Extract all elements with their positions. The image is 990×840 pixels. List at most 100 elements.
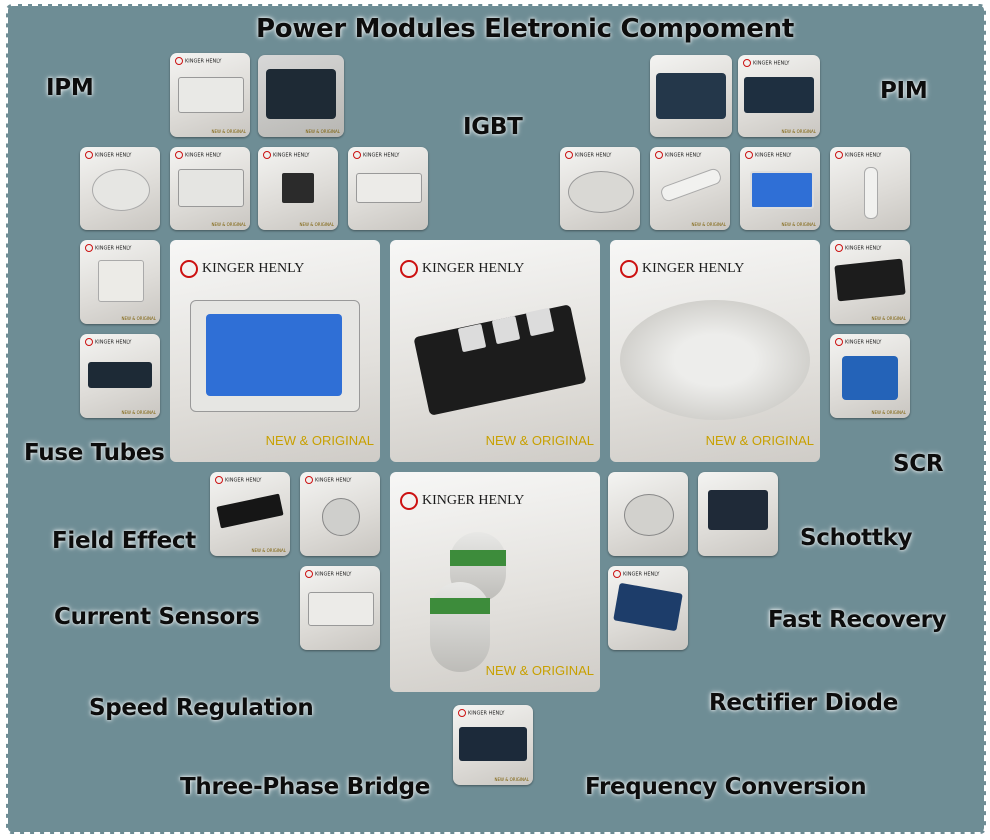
label-current-sensors: Current Sensors <box>54 604 260 630</box>
product-tile-fuse-2[interactable]: KINGER HENLY <box>830 147 910 230</box>
product-tile-scr-1[interactable]: KINGER HENLY NEW & ORIGINAL <box>830 240 910 324</box>
brand-logo: KINGER HENLY <box>835 151 881 159</box>
product-tile-ipm-1[interactable]: KINGER HENLY NEW & ORIGINAL <box>170 53 250 137</box>
label-ipm: IPM <box>46 75 94 101</box>
module-image <box>834 258 906 302</box>
product-tile-disc-1[interactable]: KINGER HENLY <box>80 147 160 230</box>
label-scr: SCR <box>893 451 944 477</box>
terminal <box>457 323 487 353</box>
module-image <box>842 356 898 400</box>
product-tile-pim-3[interactable]: KINGER HENLY NEW & ORIGINAL <box>740 147 820 230</box>
module-image <box>98 260 144 302</box>
product-tile-scr-2[interactable]: KINGER HENLY NEW & ORIGINAL <box>830 334 910 418</box>
module-image <box>568 171 634 213</box>
product-tile-field-effect[interactable]: KINGER HENLY NEW & ORIGINAL <box>210 472 290 556</box>
tag-text: NEW & ORIGINAL <box>305 129 340 134</box>
tag-text: NEW & ORIGINAL <box>871 316 906 321</box>
page-title: Power Modules Eletronic Compoment <box>256 14 794 44</box>
tag-text: NEW & ORIGINAL <box>691 222 726 227</box>
label-fast-recovery: Fast Recovery <box>768 607 947 633</box>
terminal <box>525 307 555 337</box>
product-tile-sensor-1[interactable]: KINGER HENLY <box>300 472 380 556</box>
tag-text: NEW & ORIGINAL <box>121 316 156 321</box>
tag-text: NEW & ORIGINAL <box>299 222 334 227</box>
tag-text: NEW & ORIGINAL <box>485 433 594 448</box>
product-tile-igbt-1[interactable]: KINGER HENLY NEW & ORIGINAL <box>170 147 250 230</box>
tag-text: NEW & ORIGINAL <box>781 129 816 134</box>
product-tile-schottky-2[interactable] <box>698 472 778 556</box>
product-tile-disc-2[interactable]: KINGER HENLY <box>560 147 640 230</box>
brand-logo: KINGER HENLY <box>175 57 221 65</box>
terminal <box>491 315 521 345</box>
label-rectifier-diode: Rectifier Diode <box>709 690 899 716</box>
brand-logo: KINGER HENLY <box>353 151 399 159</box>
brand-logo: KINGER HENLY <box>85 244 131 252</box>
label-speed-regulation: Speed Regulation <box>89 695 314 721</box>
module-image <box>656 73 726 119</box>
module-image <box>356 173 422 203</box>
brand-logo: KINGER HENLY <box>743 59 789 67</box>
brand-logo: KINGER HENLY <box>655 151 701 159</box>
tag-text: NEW & ORIGINAL <box>485 663 594 678</box>
label-three-phase-bridge: Three-Phase Bridge <box>180 774 431 800</box>
tag-text: NEW & ORIGINAL <box>781 222 816 227</box>
label-fuse-tubes: Fuse Tubes <box>24 440 165 466</box>
brand-logo: KINGER HENLY <box>85 151 131 159</box>
featured-tile-igbt[interactable]: KINGER HENLY NEW & ORIGINAL <box>390 240 600 462</box>
tag-text: NEW & ORIGINAL <box>265 433 374 448</box>
module-image <box>88 362 152 388</box>
product-tile-current-sensor[interactable]: KINGER HENLY <box>300 566 380 650</box>
product-tile-fuse-tubes-2[interactable]: KINGER HENLY NEW & ORIGINAL <box>80 334 160 418</box>
brand-logo: KINGER HENLY <box>400 492 524 510</box>
product-tile-schottky-1[interactable] <box>608 472 688 556</box>
module-image <box>206 314 342 396</box>
brand-logo: KINGER HENLY <box>263 151 309 159</box>
module-image <box>864 167 878 219</box>
product-tile-three-phase[interactable]: KINGER HENLY NEW & ORIGINAL <box>453 705 533 785</box>
product-tile-fuse-tubes-1[interactable]: KINGER HENLY NEW & ORIGINAL <box>80 240 160 324</box>
label-field-effect: Field Effect <box>52 528 196 554</box>
module-image <box>744 77 814 113</box>
module-image <box>216 493 284 529</box>
module-image <box>659 166 723 204</box>
tag-text: NEW & ORIGINAL <box>251 548 286 553</box>
brand-logo: KINGER HENLY <box>565 151 611 159</box>
module-image <box>624 494 674 536</box>
brand-logo: KINGER HENLY <box>215 476 261 484</box>
module-image <box>459 727 527 761</box>
product-tile-pim-2[interactable]: KINGER HENLY NEW & ORIGINAL <box>738 55 820 137</box>
brand-logo: KINGER HENLY <box>835 244 881 252</box>
label-schottky: Schottky <box>800 525 913 551</box>
module-image <box>178 169 244 207</box>
product-tile-fast-recovery[interactable]: KINGER HENLY <box>608 566 688 650</box>
module-image <box>613 582 683 632</box>
featured-tile-fuse[interactable]: KINGER HENLY NEW & ORIGINAL <box>390 472 600 692</box>
module-image <box>308 592 374 626</box>
module-image <box>708 490 768 530</box>
brand-logo: KINGER HENLY <box>175 151 221 159</box>
product-tile-igbt-2[interactable]: KINGER HENLY NEW & ORIGINAL <box>258 147 338 230</box>
module-image <box>322 498 360 536</box>
product-tile-ipm-2[interactable]: NEW & ORIGINAL <box>258 55 344 137</box>
module-image <box>266 69 336 119</box>
module-image <box>620 300 810 420</box>
module-image <box>178 77 244 113</box>
brand-logo: KINGER HENLY <box>180 260 304 278</box>
tag-text: NEW & ORIGINAL <box>871 410 906 415</box>
product-tile-fuse-1[interactable]: KINGER HENLY NEW & ORIGINAL <box>650 147 730 230</box>
module-image <box>282 173 314 203</box>
tag-text: NEW & ORIGINAL <box>494 777 529 782</box>
brand-logo: KINGER HENLY <box>305 476 351 484</box>
tag-text: NEW & ORIGINAL <box>121 410 156 415</box>
fuse-band <box>450 550 506 566</box>
featured-tile-disc[interactable]: KINGER HENLY NEW & ORIGINAL <box>610 240 820 462</box>
featured-tile-pim[interactable]: KINGER HENLY NEW & ORIGINAL <box>170 240 380 462</box>
brand-logo: KINGER HENLY <box>835 338 881 346</box>
tag-text: NEW & ORIGINAL <box>705 433 814 448</box>
brand-logo: KINGER HENLY <box>85 338 131 346</box>
product-tile-pim-1[interactable] <box>650 55 732 137</box>
module-image <box>92 169 150 211</box>
product-tile-igbt-3[interactable]: KINGER HENLY <box>348 147 428 230</box>
brand-logo: KINGER HENLY <box>458 709 504 717</box>
label-frequency-conversion: Frequency Conversion <box>585 774 867 800</box>
